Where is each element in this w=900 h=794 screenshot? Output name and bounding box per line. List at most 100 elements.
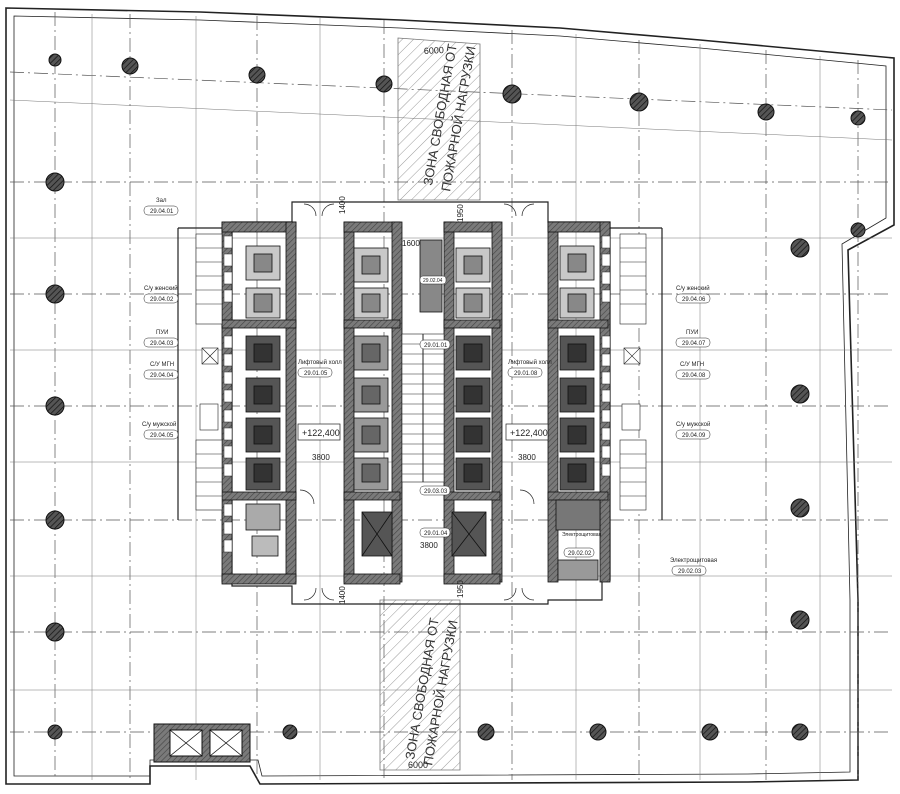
columns	[45, 53, 866, 741]
room-tag-core-bottom: 29.01.04	[419, 527, 451, 538]
room-tag-wc-men-right: С/у мужской 29.04.09	[675, 421, 710, 440]
svg-text:С/у мужской: С/у мужской	[676, 421, 710, 428]
dim-3800-left: 3800	[312, 453, 330, 462]
svg-text:29.01.01: 29.01.01	[424, 343, 448, 349]
column	[45, 510, 65, 530]
core-niches	[223, 235, 611, 553]
fire-free-zone-top: ЗОНА СВОБОДНАЯ ОТ ПОЖАРНОЙ НАГРУЗКИ 6000	[397, 37, 481, 201]
room-tag-core-low: 29.03.03	[419, 485, 451, 496]
room-tag-elec-right: Электрощитовая 29.02.02	[562, 532, 602, 558]
central-stair	[401, 333, 445, 483]
svg-text:29.02.03: 29.02.03	[678, 569, 702, 575]
elevation-left-label: +122,400	[302, 428, 340, 438]
column	[790, 498, 810, 518]
column	[477, 723, 495, 741]
svg-text:29.03.03: 29.03.03	[424, 489, 448, 495]
lift-shafts	[245, 239, 601, 581]
svg-text:29.04.08: 29.04.08	[682, 373, 706, 379]
lift-group-center-right	[451, 247, 491, 557]
svg-text:С/У МГН: С/У МГН	[680, 362, 704, 368]
svg-text:29.04.03: 29.04.03	[150, 341, 174, 347]
svg-text:ПУИ: ПУИ	[686, 330, 698, 336]
room-tag-wc-women-left: С/у женский 29.04.02	[143, 285, 179, 304]
column	[502, 84, 522, 104]
svg-text:Электрощитовая: Электрощитовая	[562, 532, 602, 538]
elevation-right: +122,400	[505, 423, 549, 441]
room-tag-hall: Зал 29.04.01	[143, 198, 179, 216]
lift-group-right	[555, 245, 601, 581]
svg-text:С/у мужской: С/у мужской	[142, 421, 176, 428]
column	[45, 284, 65, 304]
room-tag-wc-mgn-right: С/У МГН 29.04.08	[675, 362, 711, 380]
column	[790, 384, 810, 404]
column	[45, 172, 65, 192]
column	[850, 222, 866, 238]
svg-text:Зал: Зал	[156, 198, 167, 204]
column	[48, 53, 62, 67]
elevation-left: +122,400	[297, 423, 341, 441]
dim-1950-top: 1950	[456, 204, 465, 222]
room-tag-elec-outer: Электрощитовая 29.02.03	[670, 558, 717, 576]
room-tag-core-top: 29.02.04	[419, 275, 447, 285]
room-tag-wc-mgn-left: С/У МГН 29.04.04	[143, 362, 179, 380]
room-tag-wc-women-right: С/у женский 29.04.06	[675, 285, 711, 304]
column	[45, 396, 65, 416]
stair-block-bottom-left	[153, 723, 251, 763]
dim-3800-right: 3800	[518, 453, 536, 462]
room-tag-core-mid: 29.01.01	[419, 339, 451, 350]
svg-text:29.02.02: 29.02.02	[568, 551, 592, 557]
room-tag-lift-hall-right: Лифтовый холл 29.01.08	[507, 359, 552, 378]
room-tag-lift-hall-left: Лифтовый холл 29.01.05	[297, 359, 342, 378]
lift-group-center-left	[353, 247, 393, 557]
svg-text:29.04.01: 29.04.01	[150, 209, 174, 215]
column	[282, 724, 298, 740]
dimension-labels: 1400 1950 1600 3800 3800 3800 1400 1950	[312, 196, 536, 604]
column	[589, 723, 607, 741]
svg-text:ПУИ: ПУИ	[156, 330, 168, 336]
svg-text:Лифтовый холл: Лифтовый холл	[298, 359, 342, 366]
svg-text:29.04.07: 29.04.07	[682, 341, 706, 347]
dim-6000-bottom: 6000	[408, 760, 428, 770]
svg-text:29.04.06: 29.04.06	[682, 297, 706, 303]
column	[375, 75, 393, 93]
svg-text:29.04.04: 29.04.04	[150, 373, 174, 379]
column	[790, 238, 810, 258]
column	[701, 723, 719, 741]
dim-1600: 1600	[402, 239, 420, 248]
column	[45, 622, 65, 642]
column	[790, 610, 810, 630]
dim-1400-bottom: 1400	[338, 586, 347, 604]
elevation-right-label: +122,400	[510, 428, 548, 438]
svg-text:С/У МГН: С/У МГН	[150, 362, 174, 368]
svg-text:29.04.09: 29.04.09	[682, 433, 706, 439]
column	[791, 723, 809, 741]
column	[757, 103, 775, 121]
toilet-stalls-left	[195, 233, 223, 511]
svg-text:29.02.04: 29.02.04	[423, 278, 443, 284]
svg-text:Электрощитовая: Электрощитовая	[670, 558, 717, 564]
svg-text:С/у женский: С/у женский	[676, 285, 710, 292]
doors	[299, 203, 535, 601]
svg-text:29.01.04: 29.01.04	[424, 531, 448, 537]
room-tag-wc-men-left: С/у мужской 29.04.05	[142, 421, 179, 440]
lift-group-left	[245, 245, 281, 557]
room-tag-pui-right: ПУИ 29.04.07	[675, 330, 711, 348]
dim-6000-top: 6000	[424, 45, 445, 56]
svg-text:29.01.08: 29.01.08	[514, 371, 538, 377]
dim-1950-bottom: 1950	[456, 580, 465, 598]
dim-3800-center: 3800	[420, 541, 438, 550]
svg-text:Лифтовый холл: Лифтовый холл	[508, 359, 552, 366]
svg-text:29.04.05: 29.04.05	[150, 433, 174, 439]
column	[47, 724, 63, 740]
svg-text:29.01.05: 29.01.05	[304, 371, 328, 377]
fire-free-zone-bottom: ЗОНА СВОБОДНАЯ ОТ ПОЖАРНОЙ НАГРУЗКИ 6000	[379, 599, 461, 771]
column	[850, 110, 866, 126]
column	[121, 57, 139, 75]
toilet-stalls-right	[619, 233, 647, 511]
svg-text:С/у женский: С/у женский	[144, 285, 178, 292]
svg-text:29.04.02: 29.04.02	[150, 297, 174, 303]
room-tag-pui-left: ПУИ 29.04.03	[143, 330, 179, 348]
column	[629, 92, 649, 112]
room-tags: Зал 29.04.01 С/у женский 29.04.02 ПУИ 29…	[142, 198, 717, 576]
